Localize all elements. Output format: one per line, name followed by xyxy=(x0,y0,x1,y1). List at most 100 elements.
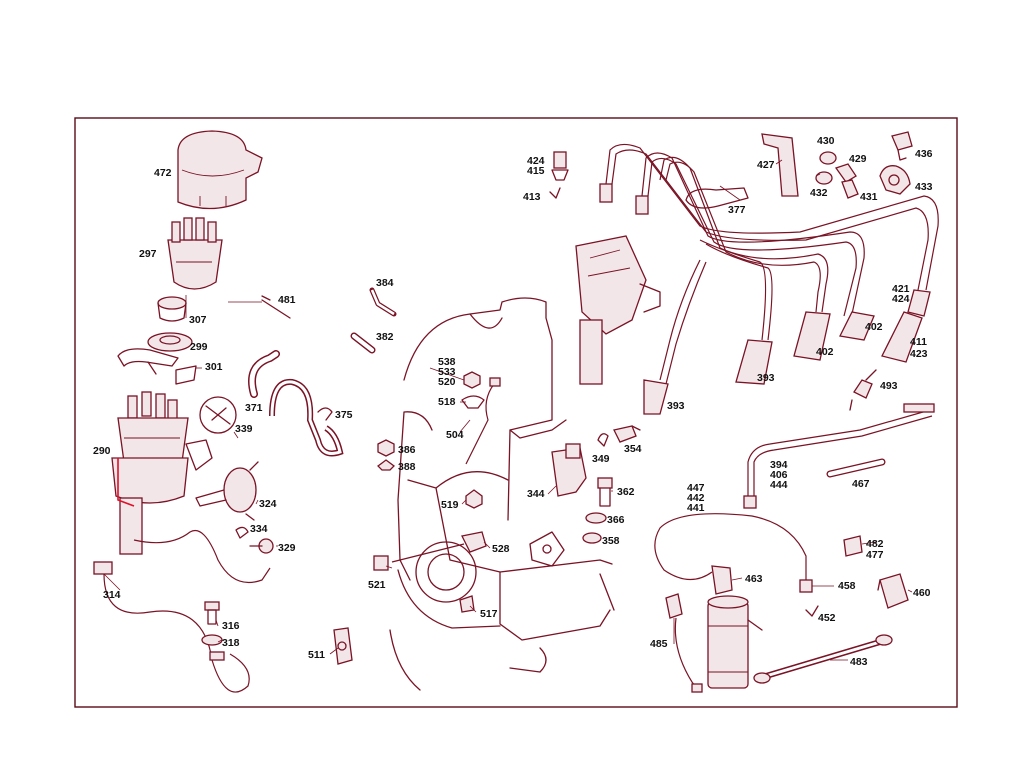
callout-518: 518 xyxy=(438,396,456,408)
bolt-354[interactable] xyxy=(613,425,641,443)
clip-517[interactable] xyxy=(459,595,475,613)
diagram-frame xyxy=(74,117,958,708)
nut-386[interactable] xyxy=(377,439,395,457)
spark-plug-493[interactable] xyxy=(849,369,877,411)
callout-429: 429 xyxy=(849,153,867,165)
callout-393-right: 393 xyxy=(757,372,775,384)
callout-517: 517 xyxy=(480,608,498,620)
callout-519: 519 xyxy=(441,499,459,511)
plug-boot-393b[interactable] xyxy=(735,339,773,385)
rotor-307[interactable] xyxy=(157,296,187,322)
temp-sensor-cable-394[interactable] xyxy=(743,403,935,509)
plug-521[interactable] xyxy=(373,555,389,571)
callout-432: 432 xyxy=(810,187,828,199)
washer-318[interactable] xyxy=(201,634,223,646)
callout-444: 444 xyxy=(770,479,788,491)
callout-424: 424 xyxy=(892,293,910,305)
distributor-cap-297[interactable] xyxy=(167,217,223,290)
grommet-430[interactable] xyxy=(819,151,837,165)
plug-boot-411[interactable] xyxy=(881,311,923,363)
nut-519[interactable] xyxy=(465,489,483,509)
ignition-wire-set[interactable] xyxy=(599,143,939,385)
washer-432[interactable] xyxy=(815,171,833,185)
callout-472: 472 xyxy=(154,167,172,179)
bolt-431[interactable] xyxy=(841,179,859,199)
bolt-362[interactable] xyxy=(597,477,613,507)
vacuum-line-loop[interactable] xyxy=(269,378,344,457)
screw-329[interactable] xyxy=(249,538,274,554)
pin-481[interactable] xyxy=(261,295,291,319)
bolt-429[interactable] xyxy=(834,163,857,183)
callout-427: 427 xyxy=(757,159,775,171)
wrench-339[interactable] xyxy=(199,396,237,434)
seal-ring-299[interactable] xyxy=(147,332,193,352)
bracket-511[interactable] xyxy=(333,627,353,665)
cap-460[interactable] xyxy=(877,573,909,609)
vacuum-unit-324[interactable] xyxy=(195,461,259,521)
callout-430: 430 xyxy=(817,135,835,147)
distributor-mounted xyxy=(575,235,661,385)
callout-452: 452 xyxy=(818,612,836,624)
engine-block xyxy=(389,297,615,691)
callout-442: 442 xyxy=(687,492,705,504)
clamp-433[interactable] xyxy=(879,165,911,195)
bolt-436[interactable] xyxy=(891,131,913,161)
washer-358[interactable] xyxy=(582,532,602,544)
bracket-518[interactable] xyxy=(461,395,485,409)
callout-528: 528 xyxy=(492,543,510,555)
wire-end-424-415[interactable] xyxy=(551,151,569,181)
nut-538[interactable] xyxy=(463,371,481,389)
ignition-coil[interactable] xyxy=(707,595,763,689)
sender-344[interactable] xyxy=(551,443,587,497)
plug-end-421[interactable] xyxy=(907,289,931,317)
callout-485: 485 xyxy=(650,638,668,650)
callout-362: 362 xyxy=(617,486,635,498)
distributor-assembly-290[interactable] xyxy=(111,391,213,555)
callout-393-left: 393 xyxy=(667,400,685,412)
plug-boot-402b[interactable] xyxy=(839,311,875,341)
callout-504: 504 xyxy=(446,429,464,441)
callout-411: 411 xyxy=(910,336,927,348)
plug-boot-402a[interactable] xyxy=(793,311,831,361)
callout-334: 334 xyxy=(250,523,268,535)
callout-386: 386 xyxy=(398,444,416,456)
callout-482: 482 xyxy=(866,538,884,550)
callout-467: 467 xyxy=(852,478,870,490)
clip-413[interactable] xyxy=(549,187,561,199)
leader-lines xyxy=(103,159,913,661)
clip-334[interactable] xyxy=(235,526,249,539)
callout-290: 290 xyxy=(93,445,111,457)
washer-366[interactable] xyxy=(585,512,607,524)
hose-371[interactable] xyxy=(248,350,280,398)
callout-413: 413 xyxy=(523,191,541,203)
connector-482[interactable] xyxy=(843,535,863,557)
cable-314[interactable] xyxy=(93,530,271,693)
clip-375[interactable] xyxy=(317,407,333,421)
hose-bend-384[interactable] xyxy=(369,287,397,317)
ground-strap-483[interactable] xyxy=(753,634,893,684)
tie-strap-377[interactable] xyxy=(685,187,749,209)
clip-452[interactable] xyxy=(805,605,819,617)
bolt-316[interactable] xyxy=(204,601,220,625)
callout-511: 511 xyxy=(308,649,325,661)
callout-354: 354 xyxy=(624,443,642,455)
sensor-528[interactable] xyxy=(391,531,487,563)
plug-boot-393a[interactable] xyxy=(643,379,669,415)
sensor-wire-504[interactable] xyxy=(465,377,501,465)
callout-339: 339 xyxy=(235,423,253,435)
hose-382[interactable] xyxy=(350,332,376,354)
flange-plate[interactable] xyxy=(529,531,565,567)
callout-441: 441 xyxy=(687,502,705,514)
coil-wire-485[interactable] xyxy=(665,593,703,693)
callout-382: 382 xyxy=(376,331,394,343)
bracket-427[interactable] xyxy=(761,133,799,197)
callout-329: 329 xyxy=(278,542,296,554)
rod-467[interactable] xyxy=(826,458,886,478)
sensor-clip-349[interactable] xyxy=(597,433,609,447)
callout-533: 533 xyxy=(438,366,456,378)
retaining-clip-301[interactable] xyxy=(117,348,197,385)
distributor-cover-472[interactable] xyxy=(177,130,263,210)
clip-388[interactable] xyxy=(377,459,395,471)
callout-349: 349 xyxy=(592,453,610,465)
coil-lead-447[interactable] xyxy=(654,513,813,595)
